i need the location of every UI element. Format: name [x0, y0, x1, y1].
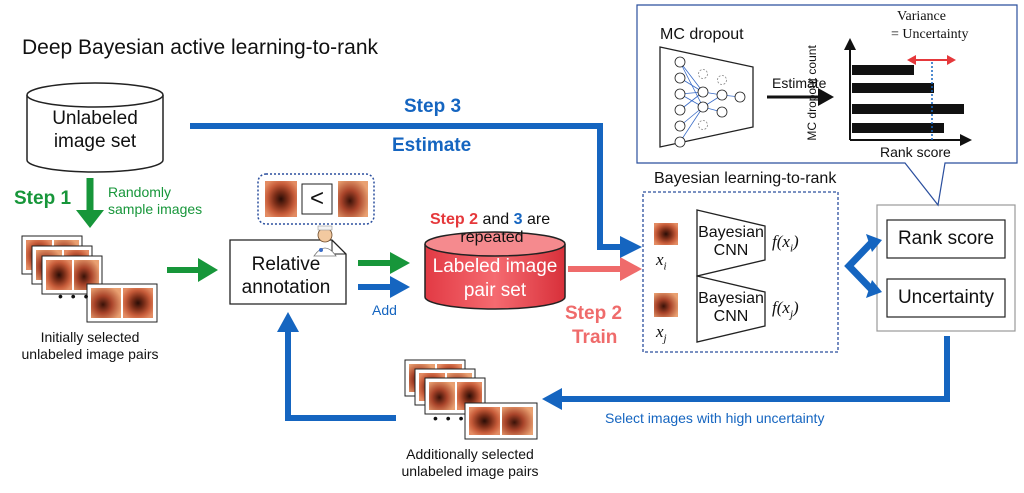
- bltr-box: [642, 191, 839, 353]
- unlabeled-image-set-cylinder: [26, 82, 164, 173]
- uncertainty-box: [886, 278, 1006, 318]
- mc-estimate-arrow: [767, 88, 834, 106]
- histogram-bar: [852, 123, 944, 133]
- repeat-step2: Step 2: [430, 211, 479, 228]
- variance-label-1: Variance: [897, 9, 946, 24]
- xi-base: x: [656, 250, 664, 269]
- step2-desc: Train: [572, 327, 618, 348]
- step1-arrow: [76, 178, 104, 228]
- xj-base: x: [656, 322, 664, 341]
- cnn1-label-1: Bayesian: [698, 224, 764, 241]
- labeled-image-set-cylinder: [424, 231, 566, 310]
- fxi-close: ): [793, 232, 799, 251]
- diagram-title: Deep Bayesian active learning-to-rank: [22, 36, 379, 59]
- labeled-set-label-1: Labeled image: [432, 256, 558, 277]
- bayesian-cnn-2: [696, 275, 766, 343]
- mc-dropout-title: MC dropout: [660, 26, 744, 43]
- repeat-label-2: repeated: [460, 229, 524, 246]
- repeat-and: and: [478, 211, 514, 228]
- cnn2-label-2: CNN: [713, 308, 749, 325]
- fxj-sub: j: [789, 308, 793, 321]
- histogram-xlabel: Rank score: [880, 144, 951, 160]
- xi-sub: i: [663, 260, 667, 273]
- add-arrows: [358, 252, 410, 298]
- variance-label-2: = Uncertainty: [891, 27, 969, 42]
- unlabeled-set-label-2: image set: [53, 131, 137, 152]
- initial-image-stack: [21, 235, 158, 323]
- additional-label-2: unlabeled image pairs: [401, 463, 539, 479]
- step1-label: Step 1: [14, 188, 72, 209]
- unlabeled-set-label-1: Unlabeled: [52, 108, 138, 129]
- add-label: Add: [372, 302, 397, 318]
- output-fxj-label: f(xj): [772, 298, 799, 321]
- initial-ellipsis: • • •: [58, 288, 91, 304]
- annotation-label-1: Relative: [251, 254, 321, 275]
- additional-image-stack: [404, 359, 538, 440]
- additional-label-1: Additionally selected: [406, 446, 534, 462]
- histogram-bar: [852, 65, 914, 75]
- fxj-base: f(x: [772, 298, 790, 317]
- fxi-base: f(x: [772, 232, 790, 251]
- cnn2-label-1: Bayesian: [698, 290, 764, 307]
- rank-score-label: Rank score: [897, 227, 995, 249]
- initial-label-2: unlabeled image pairs: [21, 346, 159, 362]
- select-label: Select images with high uncertainty: [605, 410, 825, 426]
- annotation-label-2: annotation: [241, 277, 331, 298]
- step3-desc: Estimate: [392, 135, 472, 156]
- mc-estimate-label: Estimate: [772, 75, 827, 91]
- select-return-arrow: [542, 336, 950, 410]
- histogram-bar: [852, 83, 934, 93]
- arrow-to-annotation: [167, 258, 218, 282]
- step1-desc-1: Randomly: [108, 184, 172, 200]
- step1-desc-2: sample images: [108, 201, 203, 217]
- rank-score-box: [886, 219, 1006, 259]
- input-image-j: [654, 293, 678, 317]
- labeled-set-label-2: pair set: [463, 280, 527, 301]
- mc-histogram: [844, 38, 972, 146]
- doctor-icon: [313, 225, 337, 257]
- repeat-label-1: Step 2 and 3 are: [430, 211, 550, 229]
- input-image-i: [654, 223, 678, 245]
- comparison-symbol: <: [309, 184, 324, 212]
- fxj-close: ): [793, 298, 799, 317]
- cnn1-label-2: CNN: [713, 242, 749, 259]
- input-xj-label: xj: [656, 322, 667, 345]
- mc-dropout-callout: [636, 4, 1018, 207]
- output-chevron: [844, 234, 882, 298]
- step2-arrow: [568, 257, 642, 281]
- bltr-title: Bayesian learning-to-rank: [654, 170, 837, 187]
- initial-label-1: Initially selected: [40, 329, 140, 345]
- step3-label: Step 3: [404, 96, 462, 117]
- bayesian-cnn-1: [696, 209, 766, 277]
- feedback-arrow: [277, 312, 396, 421]
- histogram-ylabel: MC dropout count: [805, 45, 820, 141]
- step3-arrow: [190, 123, 642, 258]
- uncertainty-label: Uncertainty: [897, 286, 995, 308]
- mc-network-nodes: [674, 56, 746, 148]
- repeat-step3: 3: [513, 211, 523, 228]
- histogram-bar: [852, 104, 964, 114]
- fxi-sub: i: [789, 242, 793, 255]
- xj-sub: j: [663, 332, 667, 345]
- input-xi-label: xi: [656, 250, 667, 273]
- additional-ellipsis: • • •: [433, 410, 466, 426]
- step2-label: Step 2: [565, 303, 623, 324]
- repeat-are: are: [522, 211, 551, 228]
- output-fxi-label: f(xi): [772, 232, 799, 255]
- comparison-bubble: [257, 173, 375, 225]
